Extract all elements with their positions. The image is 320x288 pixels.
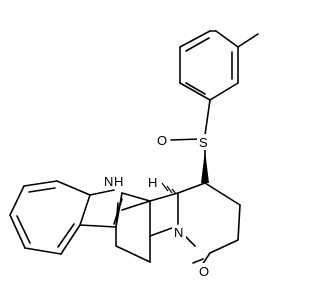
hash-bond [161,182,169,192]
molecule-drawing: S O O N H [9,30,259,280]
carbonyl-oxygen-label: O [199,264,209,279]
bond [209,239,239,254]
bond [121,200,151,211]
indole-system: N H [9,172,151,263]
stereo-h-label: H [148,175,157,190]
bond [56,180,91,196]
sulfinyl-group: S O [155,99,211,171]
stereocenter-c12b: H [148,175,206,225]
bond [115,192,123,228]
indole-nh-label: N [104,174,113,189]
bond [209,82,239,101]
bond [9,214,26,249]
tolyl-ring [179,30,259,101]
bond [149,192,179,202]
bond [237,204,241,241]
ring-nitrogen-label: N [174,225,183,240]
structure-canvas: S O O N H [9,30,259,280]
methyl-bond [237,33,259,48]
wedge-bond [201,150,209,183]
bond [179,30,211,48]
double-bond-inner [185,37,210,52]
bond [60,224,81,255]
carbonyl-bond-inner [192,258,204,264]
bond [89,189,115,196]
bond [79,194,91,226]
bond [121,192,151,202]
sulfur-label: S [199,135,208,150]
bond [215,30,239,48]
bond [149,227,173,237]
stereocenter-c1 [201,150,209,183]
bond [24,247,62,255]
double-bond-inner [16,215,31,244]
hash-bond [166,185,173,194]
bond [179,82,211,101]
bond [115,245,151,263]
sulfinyl-oxygen-label: O [157,133,167,148]
bond [177,182,206,194]
hash-bond [171,188,177,195]
quinolizidinone-ring: O N [149,182,241,280]
indole-nh-h-label: H [114,174,123,189]
bond [170,138,201,141]
bond [204,182,241,206]
double-bond-inner [57,223,75,248]
bond [79,224,117,228]
double-bond-inner [28,187,56,193]
double-bond-inner [185,82,206,95]
bond [204,99,211,136]
bond [23,180,58,187]
bond [9,185,25,216]
